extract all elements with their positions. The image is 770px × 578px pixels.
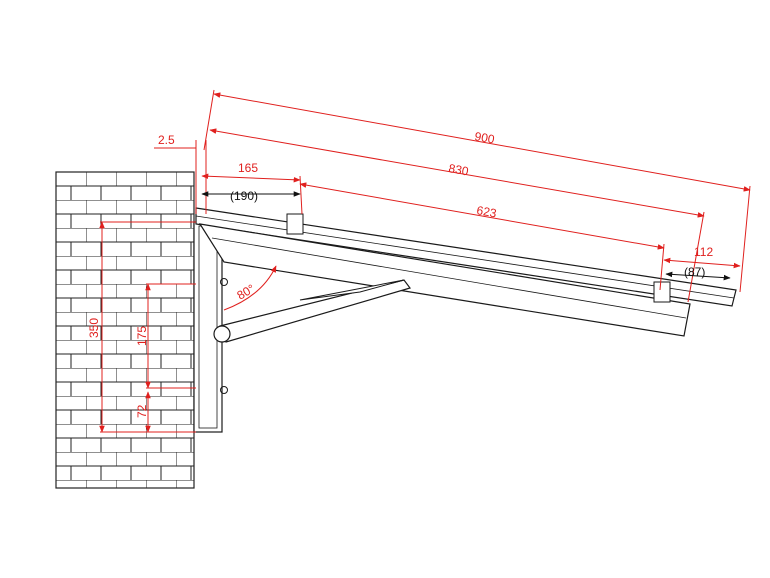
clamp-left: [286, 213, 304, 235]
roof-panel-line: [195, 215, 735, 299]
clamp-right: [653, 281, 671, 303]
label-350: 350: [87, 318, 101, 338]
dim-112-line: [663, 257, 741, 269]
rafter-beam-line: [211, 237, 687, 319]
label-2-5: 2.5: [158, 133, 175, 147]
dim-165-line: [201, 173, 301, 183]
label-830: 830: [447, 161, 469, 178]
label-900: 900: [473, 129, 495, 146]
strut-end-cap: [213, 325, 231, 343]
label-165: 165: [238, 161, 258, 175]
angle-arc: [223, 265, 277, 311]
rafter-beam: [198, 223, 691, 337]
label-623: 623: [475, 203, 497, 220]
label-72: 72: [135, 404, 149, 418]
wall-bolt-top: [220, 278, 228, 286]
strut-gusset: [299, 279, 405, 301]
label-190: (190): [230, 189, 258, 203]
label-175: 175: [135, 326, 149, 346]
label-87: (87): [684, 265, 705, 279]
label-112: 112: [694, 245, 713, 259]
brick-wall: [55, 171, 195, 489]
wall-bolt-bottom: [220, 386, 228, 394]
dim-87-line: [665, 271, 731, 281]
label-angle: 80°: [235, 281, 258, 302]
dim-623-line: [299, 182, 665, 250]
